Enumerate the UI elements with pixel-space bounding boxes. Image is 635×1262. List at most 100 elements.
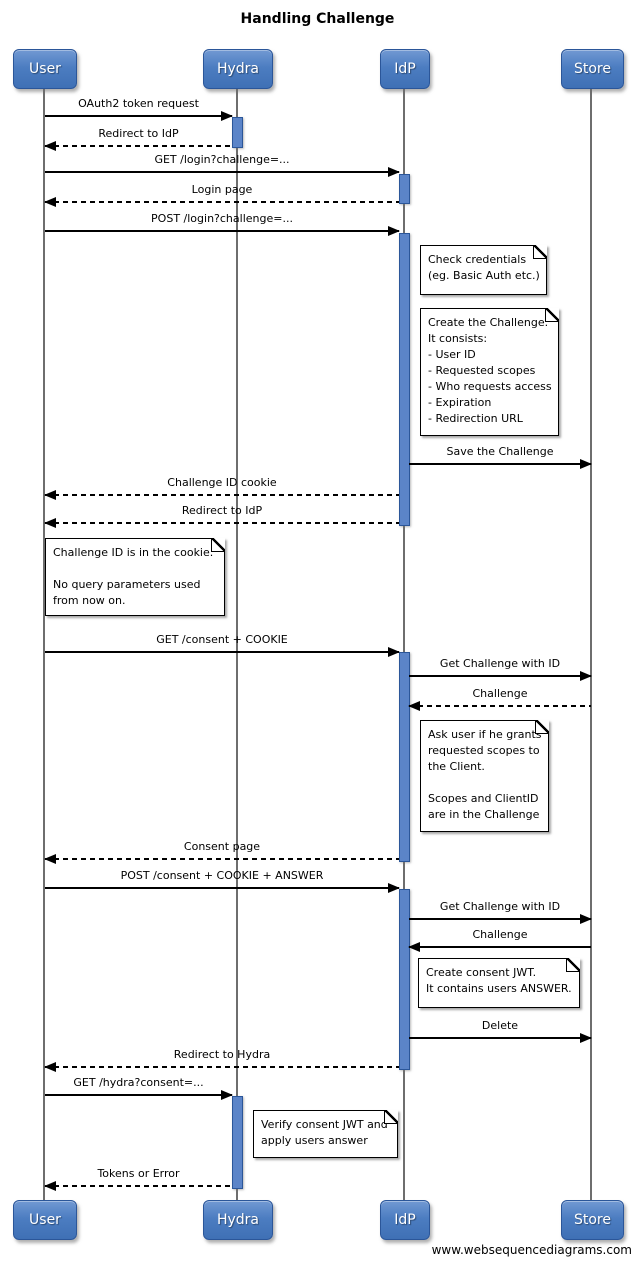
message-line-dashed [45, 145, 232, 147]
note-fold-corner-icon [535, 720, 549, 734]
message-line-solid [409, 675, 591, 677]
lifeline-hydra [236, 87, 238, 1201]
activation-bar-idp [399, 889, 410, 1070]
note-text-line: - Requested scopes [428, 364, 536, 377]
message-label: Redirect to IdP [181, 504, 263, 517]
message-label: Redirect to IdP [98, 127, 179, 140]
activation-bar-idp [399, 233, 410, 526]
message-label: Get Challenge with ID [439, 900, 561, 913]
arrowhead-right-icon [580, 459, 592, 469]
activation-bar-idp [399, 652, 410, 862]
arrowhead-left-icon [44, 854, 56, 864]
arrowhead-right-icon [580, 914, 592, 924]
activation-bar-hydra [232, 1096, 243, 1189]
arrowhead-right-icon [388, 226, 400, 236]
message-line-solid [45, 887, 399, 889]
message-line-dashed [45, 494, 399, 496]
message-line-solid [45, 230, 399, 232]
note-text-line: Scopes and ClientID [428, 792, 539, 805]
lifeline-idp [403, 87, 405, 1201]
note: Check credentials(eg. Basic Auth etc.) [420, 245, 547, 295]
message-label: GET /login?challenge=... [154, 153, 290, 166]
message-line-dashed [45, 201, 399, 203]
message-line-solid [409, 463, 591, 465]
message-label: POST /login?challenge=... [151, 212, 293, 225]
actor-label: IdP [394, 61, 416, 77]
note-text-line: apply users answer [261, 1134, 368, 1147]
actor-label: User [29, 1212, 61, 1228]
arrowhead-left-icon [44, 490, 56, 500]
message: Redirect to IdP [44, 503, 399, 528]
message-label: Challenge [472, 687, 528, 700]
message-label: Delete [481, 1019, 519, 1032]
message: Challenge [408, 927, 591, 952]
message-label: GET /consent + COOKIE [156, 633, 288, 646]
note-text-line: are in the Challenge [428, 808, 540, 821]
message-line-solid [45, 651, 399, 653]
note-text-line: from now on. [53, 594, 126, 607]
message: Delete [409, 1018, 592, 1043]
note: Verify consent JWT and apply users answer [253, 1110, 398, 1158]
actor-box-user-top: User [13, 49, 77, 89]
message: Challenge ID cookie [44, 475, 399, 500]
message-label: Challenge [472, 928, 528, 941]
note-text-line: It contains users ANSWER. [426, 982, 572, 995]
note-text-line: - Expiration [428, 396, 492, 409]
message-label: Login page [191, 183, 253, 196]
message-line-dashed [409, 705, 591, 707]
arrowhead-left-icon [44, 1181, 56, 1191]
note-text-line: Challenge ID is in the cookie. [53, 546, 214, 559]
arrowhead-right-icon [580, 671, 592, 681]
note-text-line: Ask user if he grants [428, 728, 542, 741]
message: Redirect to IdP [44, 126, 232, 151]
arrowhead-right-icon [580, 1033, 592, 1043]
note: Ask user if he grants requested scopes to… [420, 720, 549, 832]
arrowhead-left-icon [408, 701, 420, 711]
actor-label: Hydra [216, 1212, 260, 1228]
note-text-line: Create the Challenge. [428, 316, 549, 329]
lifeline-store [590, 87, 592, 1201]
arrowhead-right-icon [388, 883, 400, 893]
note-text-line: - Who requests access [428, 380, 552, 393]
note-fold-corner-icon [384, 1110, 398, 1124]
message: Consent page [44, 839, 399, 864]
message: Get Challenge with ID [409, 899, 592, 924]
message-line-solid [409, 946, 591, 948]
message-label: Consent page [183, 840, 261, 853]
note-text-line: Verify consent JWT and [261, 1118, 388, 1131]
message-line-dashed [45, 858, 399, 860]
note-text-line: - Redirection URL [428, 412, 523, 425]
message: GET /consent + COOKIE [45, 632, 400, 657]
message: POST /login?challenge=... [45, 211, 400, 236]
arrowhead-right-icon [221, 111, 233, 121]
actor-label: User [29, 61, 61, 77]
actor-box-idp-bottom: IdP [380, 1200, 430, 1240]
arrowhead-right-icon [388, 167, 400, 177]
actor-label: IdP [394, 1212, 416, 1228]
note-text-line [428, 775, 541, 791]
note-text-line: (eg. Basic Auth etc.) [428, 269, 540, 282]
actor-box-hydra-top: Hydra [203, 49, 273, 89]
actor-label: Store [573, 61, 611, 77]
arrowhead-left-icon [44, 141, 56, 151]
message-line-solid [45, 171, 399, 173]
note-text-line: requested scopes to [428, 744, 540, 757]
message-label: Redirect to Hydra [173, 1048, 271, 1061]
message: Challenge [408, 686, 591, 711]
lifeline-user [43, 87, 45, 1201]
activation-bar-idp [399, 174, 410, 204]
actor-box-store-top: Store [561, 49, 624, 89]
message: Login page [44, 182, 399, 207]
arrowhead-left-icon [44, 197, 56, 207]
actor-label: Store [573, 1212, 611, 1228]
message: Tokens or Error [44, 1166, 232, 1191]
note: Create the Challenge.It consists:- User … [420, 308, 559, 436]
arrowhead-left-icon [408, 942, 420, 952]
message: POST /consent + COOKIE + ANSWER [45, 868, 400, 893]
message: GET /hydra?consent=... [45, 1075, 233, 1100]
arrowhead-right-icon [388, 647, 400, 657]
message: OAuth2 token request [45, 96, 233, 121]
note-text-line: It consists: [428, 332, 488, 345]
message-line-solid [45, 115, 232, 117]
arrowhead-left-icon [44, 518, 56, 528]
